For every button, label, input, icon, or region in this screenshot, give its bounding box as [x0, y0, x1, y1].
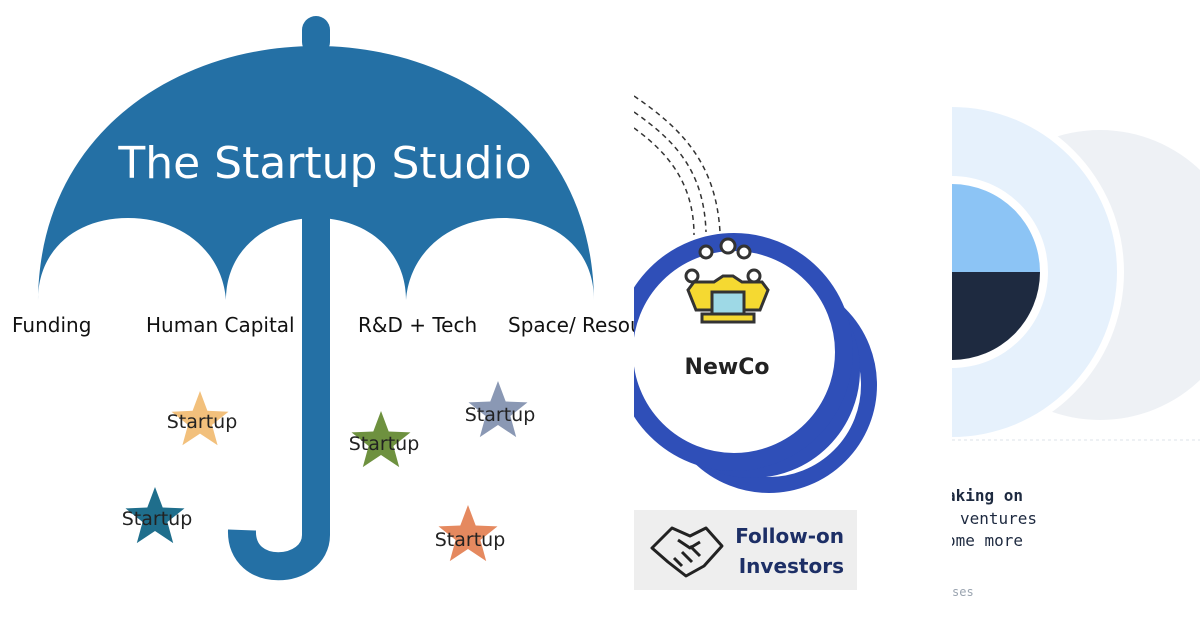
startup-studio-umbrella-panel: The Startup Studio Funding Human Capital… — [12, 16, 634, 581]
umbrella-tip — [302, 16, 330, 56]
text-line-3: ome more — [952, 531, 1023, 550]
umbrella-hook — [228, 512, 330, 581]
pillar-rd-tech: R&D + Tech — [358, 313, 477, 337]
ventures-panel: aking on ventures ome more ses — [952, 0, 1200, 630]
umbrella-diagram: The Startup Studio Funding Human Capital… — [12, 16, 634, 581]
umbrella-shaft — [302, 210, 330, 530]
umbrella-canopy — [38, 46, 594, 300]
text-line-1: aking on — [952, 486, 1023, 505]
newco-label: NewCo — [685, 355, 770, 380]
star-shape — [171, 391, 229, 446]
dashed-connector — [634, 95, 721, 233]
startup-star-4: Startup — [465, 381, 536, 438]
text-line-2: ventures — [960, 509, 1037, 528]
star-shape — [125, 487, 185, 544]
star-shape — [351, 411, 411, 468]
star-shape — [468, 381, 528, 438]
star-shape — [438, 505, 498, 562]
newco-panel: NewCo Follow-on Investors — [634, 0, 952, 630]
startup-label: Startup — [167, 411, 238, 433]
newco-diagram: NewCo Follow-on Investors — [634, 95, 877, 590]
startup-label: Startup — [435, 529, 506, 551]
startup-label: Startup — [349, 433, 420, 455]
dashed-connector — [634, 127, 695, 236]
pillar-space-resources: Space/ Resou — [508, 313, 634, 337]
chart-segment-dark — [952, 272, 1040, 360]
dashed-connector — [634, 111, 707, 233]
startup-star-3: Startup — [349, 411, 420, 468]
investors-box — [634, 510, 857, 590]
startup-label: Startup — [122, 508, 193, 530]
startup-star-1: Startup — [167, 391, 238, 446]
pillar-human-capital: Human Capital — [146, 313, 295, 337]
handshake-icon — [650, 526, 724, 578]
chart-segment-blue — [952, 184, 1040, 272]
team-meeting-icon — [684, 237, 770, 324]
investors-line-1: Follow-on — [735, 524, 844, 548]
ventures-graphic: aking on ventures ome more ses — [952, 100, 1200, 599]
ring-front — [634, 233, 853, 471]
text-line-4: ses — [952, 585, 974, 599]
startup-label: Startup — [465, 404, 536, 426]
pillar-funding: Funding — [12, 313, 91, 337]
startup-star-5: Startup — [435, 505, 506, 562]
investors-line-2: Investors — [739, 554, 844, 578]
studio-title: The Startup Studio — [117, 138, 531, 189]
startup-star-2: Startup — [122, 487, 193, 544]
